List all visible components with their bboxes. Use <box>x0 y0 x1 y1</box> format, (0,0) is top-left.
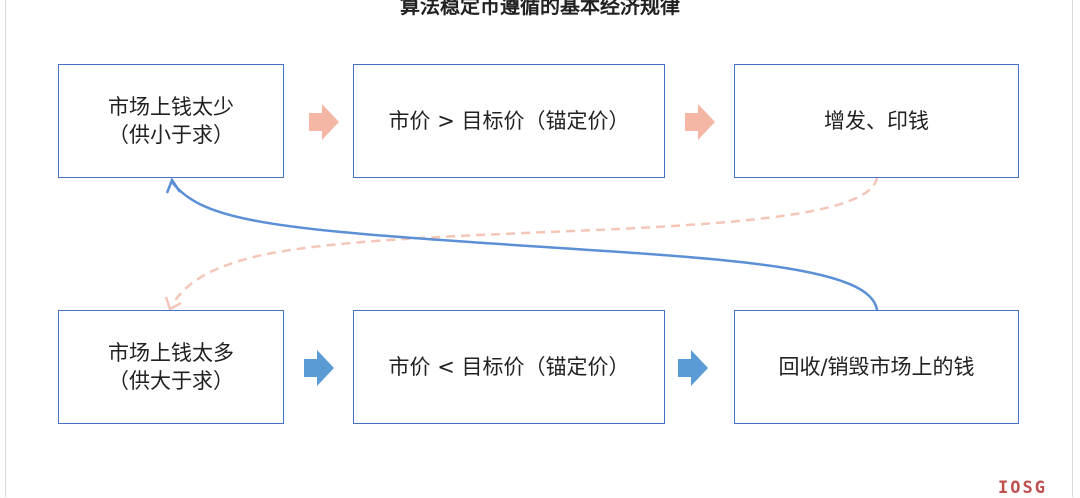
diagram-frame <box>5 0 1073 497</box>
box-money-too-little-line2: （供小于求） <box>108 123 234 147</box>
box-money-too-much-line2: （供大于求） <box>108 369 234 393</box>
box-price-above-target-text: 市价 > 目标价（锚定价） <box>388 109 630 133</box>
dashed-curve-increase-supply <box>170 176 879 306</box>
box-mint-money-text: 增发、印钱 <box>824 109 929 133</box>
diagram-title: 算法稳定币遵循的基本经济规律 <box>400 0 680 18</box>
box-price-above-target: 市价 > 目标价（锚定价） <box>353 64 665 178</box>
box-burn-money: 回收/销毁市场上的钱 <box>734 310 1019 424</box>
box-money-too-much: 市场上钱太多 （供大于求） <box>58 310 284 424</box>
arrow-right-salmon-2 <box>685 104 715 140</box>
box-burn-money-text: 回收/销毁市场上的钱 <box>778 355 975 379</box>
solid-curve-reduce-supply <box>171 181 879 311</box>
dashed-curve-arrowhead <box>164 296 182 311</box>
solid-curve-arrowhead <box>165 177 182 194</box>
arrow-right-salmon-1 <box>309 104 339 140</box>
box-money-too-little-line1: 市场上钱太少 <box>108 95 234 119</box>
iosg-logo: IOSG <box>998 478 1047 498</box>
arrow-right-blue-2 <box>678 350 708 386</box>
arrow-right-blue-1 <box>304 350 334 386</box>
box-mint-money: 增发、印钱 <box>734 64 1019 178</box>
box-price-below-target: 市价 < 目标价（锚定价） <box>353 310 665 424</box>
box-price-below-target-text: 市价 < 目标价（锚定价） <box>388 355 630 379</box>
box-money-too-little: 市场上钱太少 （供小于求） <box>58 64 284 178</box>
box-money-too-much-line1: 市场上钱太多 <box>108 341 234 365</box>
